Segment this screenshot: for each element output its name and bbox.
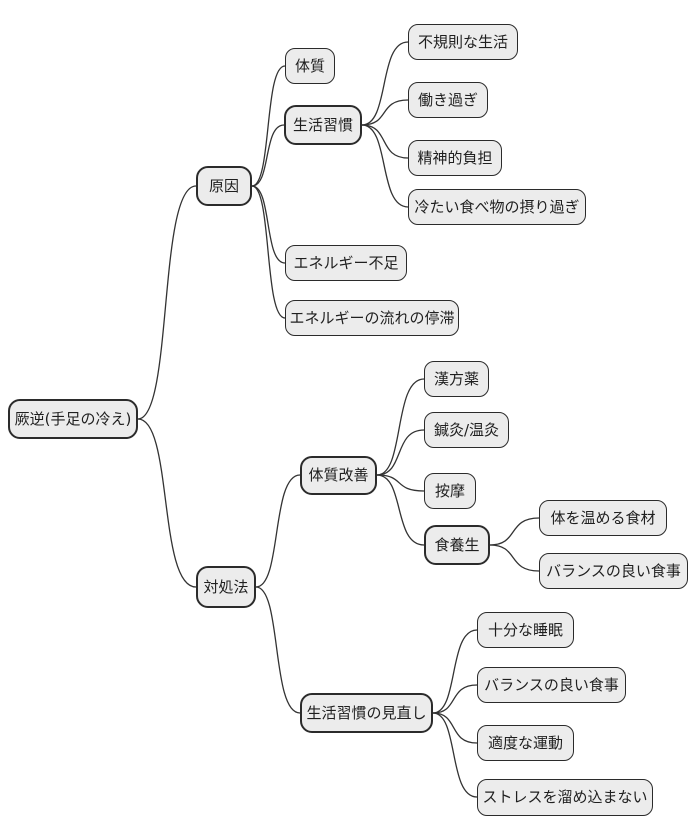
edge-causes-energy-deficiency bbox=[251, 185, 286, 264]
edge-review-balanced-diet bbox=[432, 684, 478, 714]
edge-causes-energy-flow-stagnation bbox=[251, 185, 286, 319]
node-moderate-exercise: 適度な運動 bbox=[477, 725, 574, 761]
edge-improvement-kampo bbox=[376, 378, 425, 476]
node-acupuncture-moxibustion: 鍼灸/温灸 bbox=[424, 412, 509, 448]
edge-dietary-warming-foods bbox=[489, 517, 540, 546]
edge-lifestyle-mental-stress bbox=[361, 124, 409, 159]
node-sufficient-sleep: 十分な睡眠 bbox=[477, 612, 574, 648]
node-constitution: 体質 bbox=[285, 48, 335, 84]
node-remedies: 対処法 bbox=[196, 566, 256, 608]
edge-improvement-acupuncture bbox=[376, 429, 425, 476]
node-overwork: 働き過ぎ bbox=[408, 82, 488, 118]
edge-root-causes bbox=[137, 185, 197, 420]
node-balanced-diet: バランスの良い食事 bbox=[539, 553, 688, 589]
edge-review-sleep bbox=[432, 629, 478, 714]
node-energy-flow-stagnation: エネルギーの流れの停滞 bbox=[285, 300, 459, 336]
edge-improvement-dietary-care bbox=[376, 474, 425, 546]
node-cold-food-excess: 冷たい食べ物の摂り過ぎ bbox=[408, 189, 586, 225]
edge-dietary-balanced-diet bbox=[489, 544, 540, 572]
edge-review-exercise bbox=[432, 712, 478, 744]
node-kampo-medicine: 漢方薬 bbox=[424, 361, 489, 397]
node-lifestyle-review: 生活習慣の見直し bbox=[300, 693, 433, 733]
node-root: 厥逆(手足の冷え) bbox=[8, 399, 138, 439]
node-dietary-care: 食養生 bbox=[424, 525, 490, 565]
edge-review-no-stress bbox=[432, 712, 478, 798]
edge-causes-constitution bbox=[251, 65, 286, 187]
node-irregular-lifestyle: 不規則な生活 bbox=[408, 24, 518, 60]
node-massage: 按摩 bbox=[424, 473, 476, 509]
edge-lifestyle-overwork bbox=[361, 99, 409, 126]
node-lifestyle-habits: 生活習慣 bbox=[284, 105, 362, 145]
node-constitution-improvement: 体質改善 bbox=[300, 456, 377, 495]
edge-improvement-massage bbox=[376, 474, 425, 492]
edge-remedies-lifestyle-review bbox=[255, 586, 301, 714]
node-mental-stress: 精神的負担 bbox=[408, 140, 502, 176]
edge-causes-lifestyle-habits bbox=[251, 124, 285, 187]
edge-lifestyle-irregular bbox=[361, 41, 409, 126]
node-causes: 原因 bbox=[196, 166, 252, 206]
edge-root-remedies bbox=[137, 418, 197, 588]
node-avoid-stress-buildup: ストレスを溜め込まない bbox=[477, 779, 653, 816]
node-energy-deficiency: エネルギー不足 bbox=[285, 245, 407, 281]
edge-remedies-constitution-improvement bbox=[255, 474, 301, 588]
edge-lifestyle-cold-food bbox=[361, 124, 409, 208]
node-balanced-diet-2: バランスの良い食事 bbox=[477, 667, 626, 703]
node-body-warming-foods: 体を温める食材 bbox=[539, 500, 667, 536]
